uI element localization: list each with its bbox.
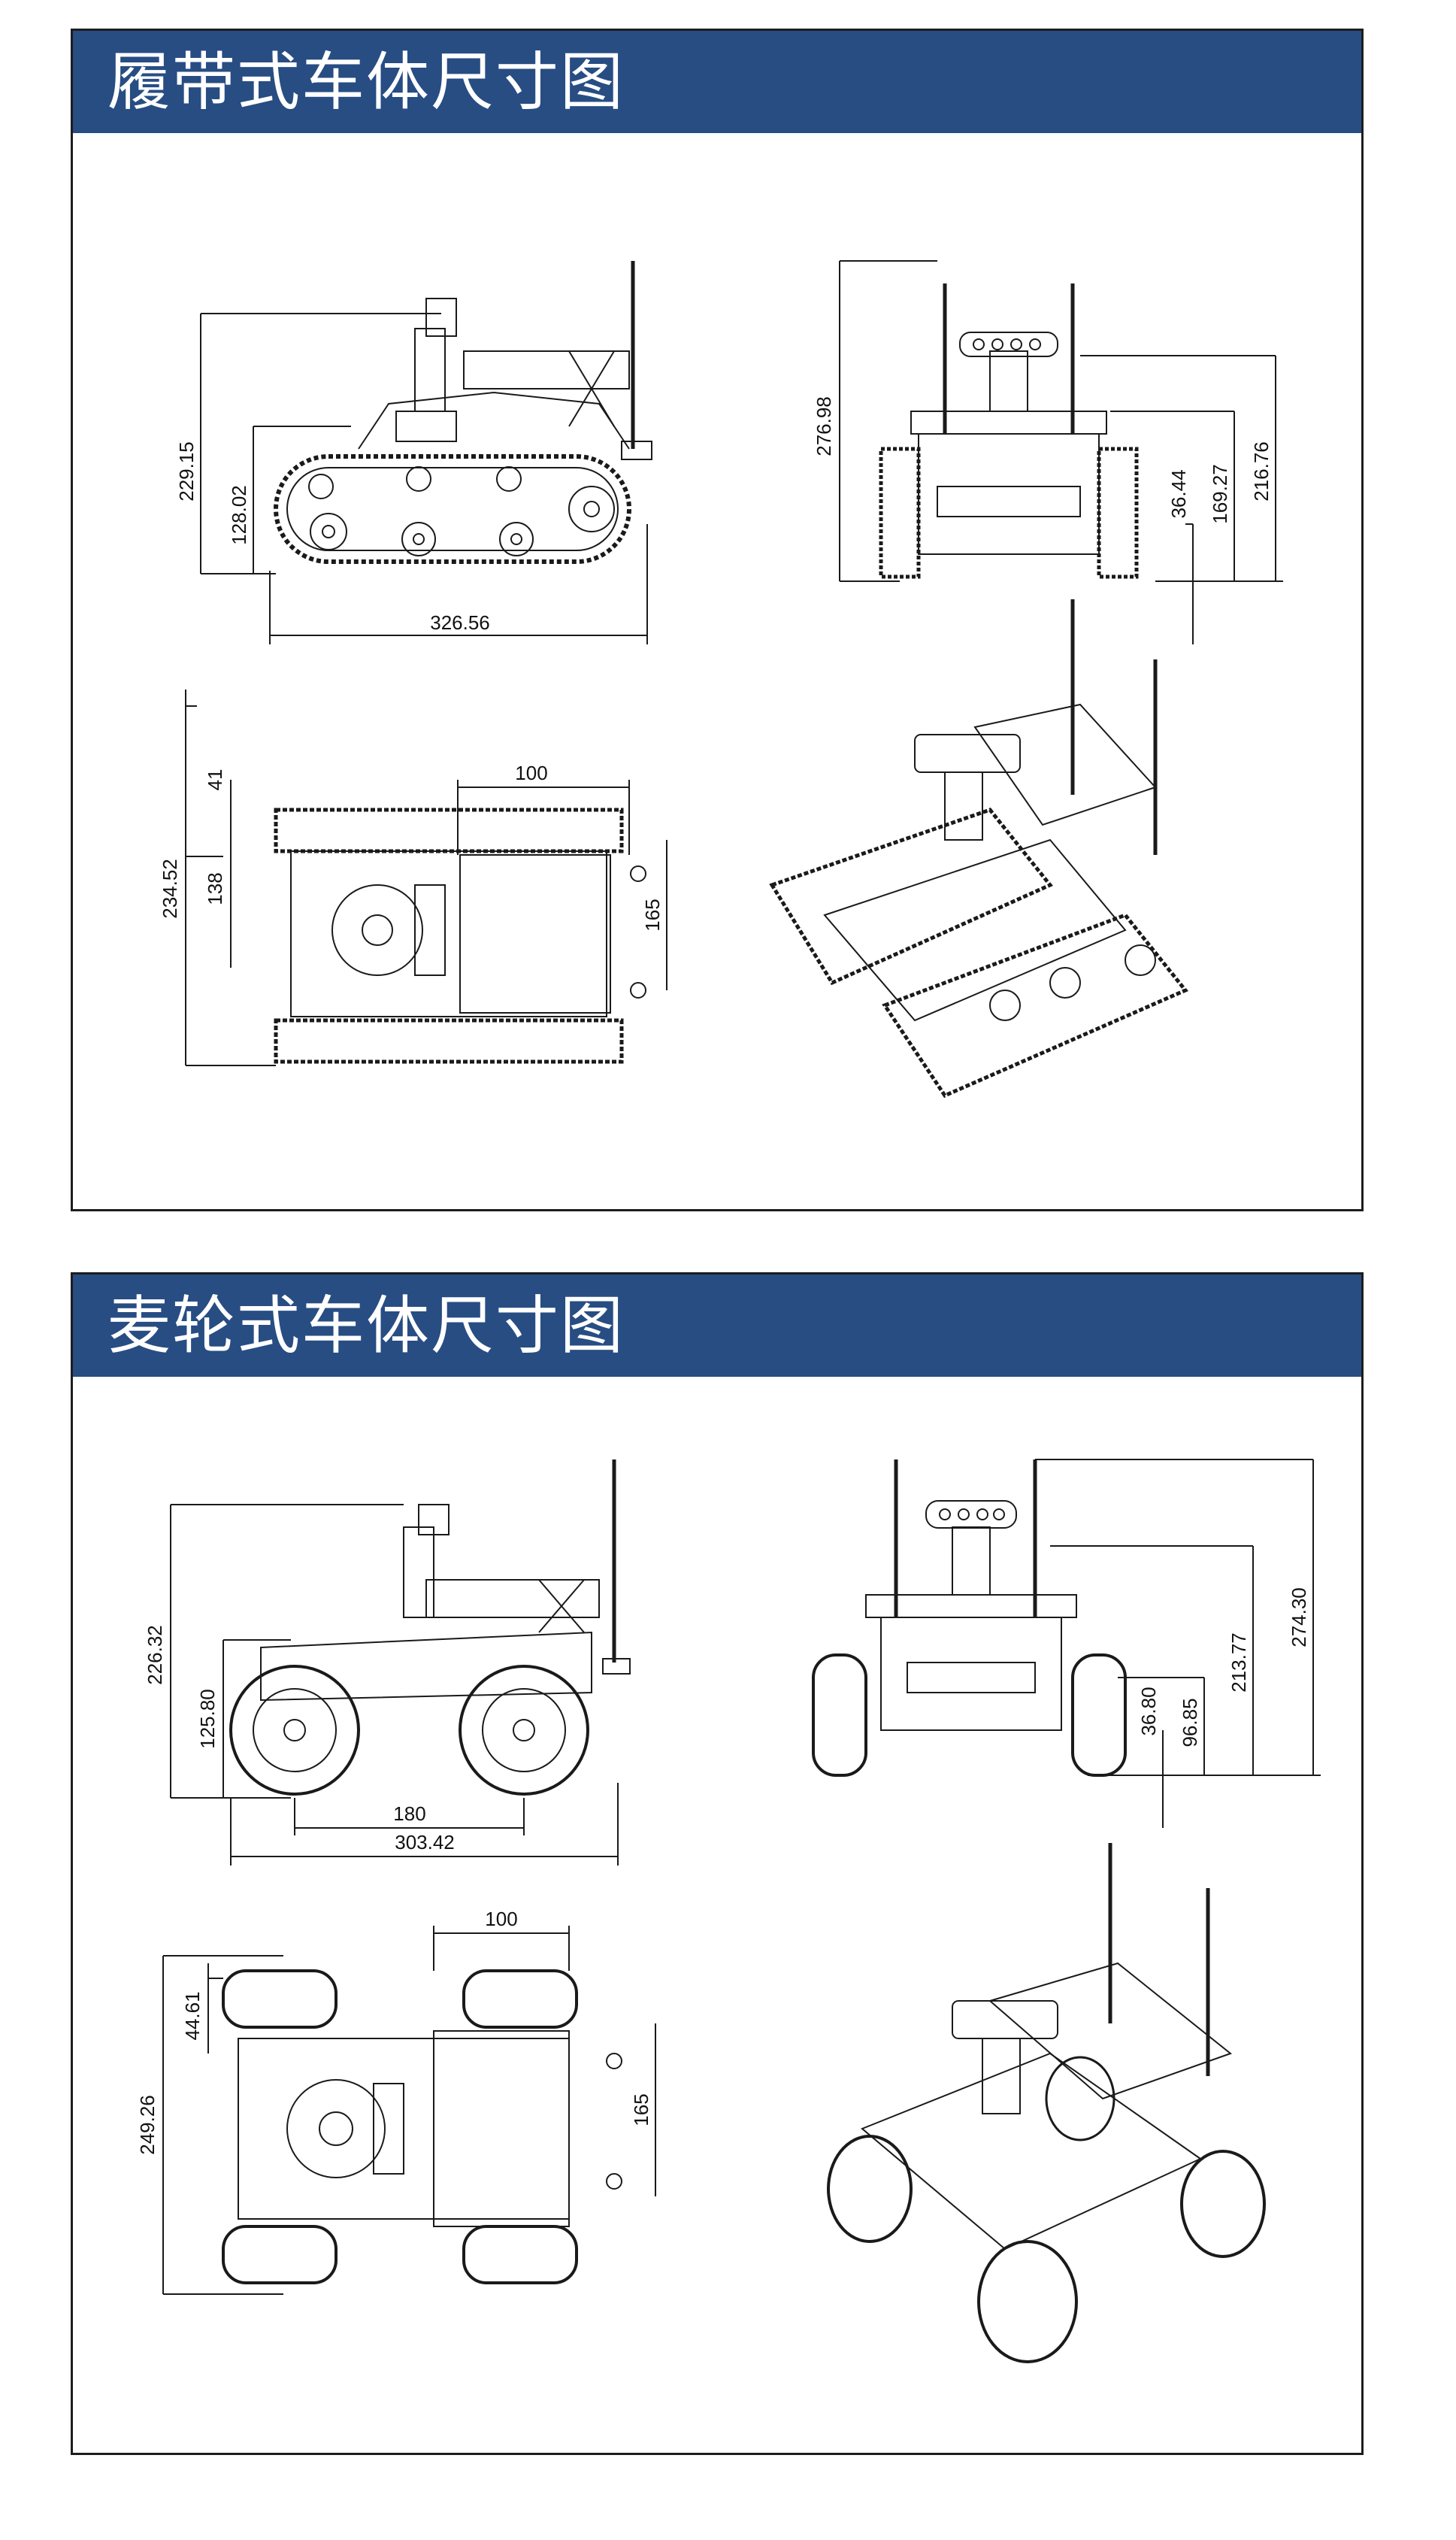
dim-front-total-height: 274.30	[1288, 1587, 1310, 1647]
tracked-chassis-panel: 履带式车体尺寸图 229.15 128.02 326.56	[71, 29, 1364, 1211]
mecanum-side-view: 226.32 125.80 180 303.42	[144, 1459, 631, 1866]
dim-chassis-height: 125.80	[196, 1689, 219, 1749]
dim-side-height: 226.32	[144, 1625, 166, 1685]
dim-front-top-height: 216.76	[1250, 441, 1273, 502]
mecanum-dimension-drawing: 226.32 125.80 180 303.42	[136, 1459, 1321, 2363]
mecanum-iso-view	[827, 1843, 1266, 2363]
tracked-side-view: 229.15 128.02 326.56	[175, 261, 652, 644]
dim-top-platform-length: 100	[515, 762, 547, 784]
dim-side-length: 326.56	[430, 611, 490, 634]
mecanum-top-view: 44.61 249.26 100 165	[136, 1908, 656, 2295]
panel-title: 履带式车体尺寸图	[73, 31, 1361, 133]
mecanum-front-view: 36.80 96.85 213.77 274.30	[812, 1459, 1321, 1828]
tracked-dimension-drawing: 229.15 128.02 326.56	[159, 260, 1283, 1099]
dim-front-chassis-height: 96.85	[1179, 1698, 1201, 1747]
dim-top-total-width: 234.52	[159, 859, 181, 919]
dim-top-mount-span: 165	[630, 2093, 652, 2126]
dim-top-platform-length: 100	[485, 1908, 517, 1930]
mecanum-chassis-panel: 麦轮式车体尺寸图 226.32 125.80 180 303.42	[71, 1272, 1364, 2455]
dim-top-mount-span: 165	[641, 899, 664, 931]
panel-title: 麦轮式车体尺寸图	[73, 1275, 1361, 1377]
dim-top-total-width: 249.26	[136, 2095, 159, 2155]
dim-side-length: 303.42	[395, 1831, 455, 1853]
dim-wheelbase: 180	[393, 1802, 425, 1825]
tracked-top-view: 41 234.52 138 100 165	[159, 690, 667, 1066]
dim-top-body-width: 138	[204, 872, 226, 905]
dim-front-total-height: 276.98	[813, 396, 835, 456]
tracked-iso-view	[769, 599, 1188, 1099]
tracked-front-view: 276.98 36.44 169.27 216.76	[813, 260, 1283, 644]
dim-front-clearance: 36.80	[1137, 1687, 1160, 1735]
dim-front-mid-height: 213.77	[1227, 1632, 1250, 1693]
dim-side-height: 229.15	[175, 441, 198, 502]
dim-top-track-width: 41	[204, 769, 226, 791]
dim-top-wheel-width: 44.61	[181, 1991, 204, 2040]
dim-front-mid-height: 169.27	[1209, 464, 1231, 524]
dim-front-clearance: 36.44	[1167, 469, 1190, 518]
dim-track-height: 128.02	[228, 485, 250, 545]
